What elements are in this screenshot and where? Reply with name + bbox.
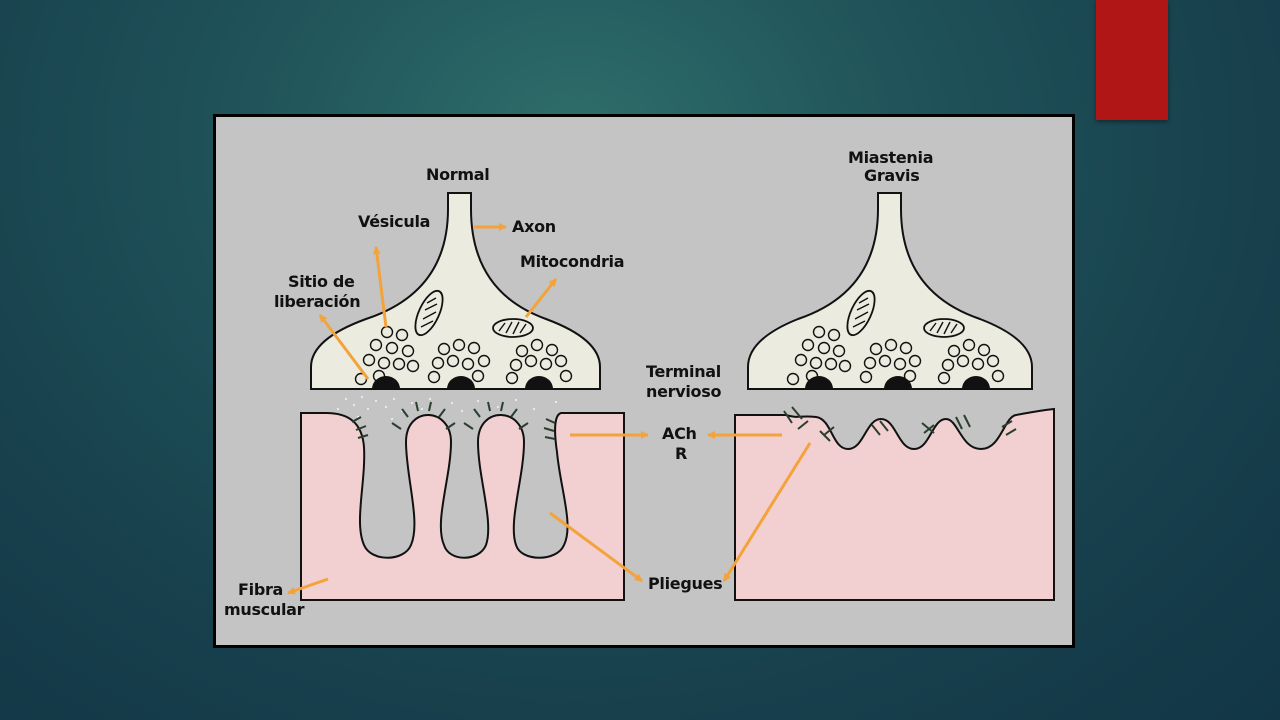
label-mitocondria: Mitocondria <box>520 252 624 271</box>
label-sitio-line2: liberación <box>274 292 360 311</box>
arrow-fibra <box>287 577 329 595</box>
annotation-arrows <box>287 223 812 595</box>
normal-mitochondria <box>414 289 534 338</box>
normal-release-sites <box>372 376 553 389</box>
normal-vesicles <box>354 325 573 386</box>
label-achr-line1: ACh <box>662 424 697 443</box>
label-miastenia-line1: Miastenia <box>848 148 933 167</box>
mg-muscle-fiber <box>734 407 1055 601</box>
mg-release-sites <box>805 376 990 389</box>
label-miastenia-line2: Gravis <box>864 166 919 185</box>
ach-release-dots <box>337 396 557 420</box>
arrow-pliegues-left <box>549 511 643 583</box>
label-vesicula: Vésicula <box>358 212 430 231</box>
mg-nerve-terminal <box>747 192 1033 390</box>
label-terminal-line1: Terminal <box>646 362 721 381</box>
normal-muscle-fiber <box>300 412 625 601</box>
diagram-svg: Normal Miastenia Gravis Vésicula Axon Mi… <box>224 148 1055 619</box>
label-fibra-line2: muscular <box>224 600 305 619</box>
arrow-mitocondria <box>524 278 558 318</box>
mg-ach-receptors <box>783 406 1017 442</box>
diagram-labels: Normal Miastenia Gravis Vésicula Axon Mi… <box>224 148 934 619</box>
red-accent-bar <box>1096 0 1168 120</box>
label-fibra-line1: Fibra <box>238 580 283 599</box>
arrow-vesicula <box>372 246 388 328</box>
normal-ach-receptors <box>351 401 556 440</box>
mg-mitochondria <box>846 289 965 338</box>
label-achr-line2: R <box>675 444 687 463</box>
label-normal: Normal <box>426 165 489 184</box>
label-terminal-line2: nervioso <box>646 382 721 401</box>
arrow-sitio <box>318 314 370 380</box>
neuromuscular-junction-figure: Normal Miastenia Gravis Vésicula Axon Mi… <box>213 114 1075 648</box>
label-pliegues: Pliegues <box>648 574 722 593</box>
label-axon: Axon <box>512 217 556 236</box>
label-sitio-line1: Sitio de <box>288 272 355 291</box>
normal-nerve-terminal <box>310 192 601 390</box>
arrow-pliegues-right <box>722 442 812 582</box>
